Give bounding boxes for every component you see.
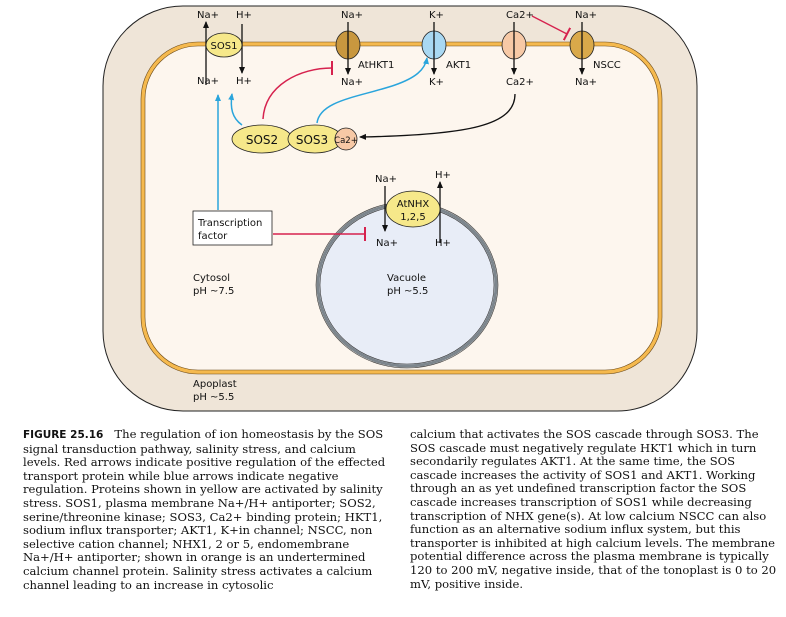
sos2-sos3-complex[interactable] bbox=[231, 124, 358, 154]
ion-label: H+ bbox=[236, 10, 252, 21]
ion-label: Na+ bbox=[376, 238, 398, 249]
athkt1-label: AtHKT1 bbox=[358, 60, 394, 71]
apoplast-ph: pH ~5.5 bbox=[193, 392, 234, 403]
atnhx-antiporter[interactable]: AtNHX 1,2,5 bbox=[382, 181, 443, 243]
ca-to-sos3-arrow bbox=[359, 93, 516, 140]
ion-label: H+ bbox=[435, 170, 451, 181]
transcription-factor[interactable]: Transcription factor bbox=[192, 210, 273, 246]
atnhx-label: 1,2,5 bbox=[400, 212, 425, 223]
transcription-label: factor bbox=[198, 231, 228, 242]
vacuole-ph: pH ~5.5 bbox=[387, 286, 428, 297]
figure-label: FIGURE 25.16 bbox=[23, 429, 104, 441]
ion-label: Ca2+ bbox=[506, 10, 534, 21]
vacuole bbox=[316, 202, 498, 368]
sos1-antiporter[interactable]: SOS1 bbox=[203, 21, 245, 85]
apoplast-label: Apoplast bbox=[193, 379, 237, 390]
ion-label: Na+ bbox=[575, 10, 597, 21]
ion-label: Na+ bbox=[197, 10, 219, 21]
ion-label: Na+ bbox=[575, 77, 597, 88]
transcription-label: Transcription bbox=[197, 218, 262, 229]
ion-label: Ca2+ bbox=[506, 77, 534, 88]
ca-bound-label: Ca2+ bbox=[334, 136, 358, 146]
ca-inhibits-nscc-arrow bbox=[531, 15, 572, 41]
sos3-label: SOS3 bbox=[296, 133, 328, 147]
vacuole-label: Vacuole bbox=[387, 273, 426, 284]
ion-label: Na+ bbox=[197, 76, 219, 87]
cytosol-ph: pH ~7.5 bbox=[193, 286, 234, 297]
figure-caption-left: FIGURE 25.16 The regulation of ion homeo… bbox=[23, 427, 393, 592]
ion-label: Na+ bbox=[341, 10, 363, 21]
ion-label: K+ bbox=[429, 10, 444, 21]
sos2-inhibits-hkt1-arrow bbox=[262, 60, 334, 120]
sos3-activates-akt1-arrow bbox=[316, 57, 429, 124]
sos2-activates-sos1-arrow bbox=[228, 93, 243, 126]
ion-label: Na+ bbox=[375, 174, 397, 185]
calcium-channel[interactable] bbox=[501, 22, 527, 75]
akt1-channel[interactable] bbox=[421, 22, 447, 75]
athkt1-transporter[interactable] bbox=[335, 22, 361, 75]
nscc-channel[interactable] bbox=[569, 22, 595, 75]
sos1-label: SOS1 bbox=[211, 41, 238, 52]
ion-label: K+ bbox=[429, 77, 444, 88]
ion-label: H+ bbox=[236, 76, 252, 87]
ion-label: Na+ bbox=[341, 77, 363, 88]
akt1-label: AKT1 bbox=[446, 60, 471, 71]
caption-text-left: The regulation of ion homeostasis by the… bbox=[23, 427, 386, 592]
cytosol-label: Cytosol bbox=[193, 273, 230, 284]
ca-bound bbox=[334, 127, 358, 151]
caption-text-right: calcium that activates the SOS cascade t… bbox=[410, 427, 777, 591]
sos2-label: SOS2 bbox=[246, 133, 278, 147]
nscc-label: NSCC bbox=[593, 60, 621, 71]
ion-label: H+ bbox=[435, 238, 451, 249]
figure-caption-right: calcium that activates the SOS cascade t… bbox=[410, 427, 782, 591]
sos-pathway-diagram: SOS1 Na+ H+ Na+ H+ Na+ Na+ AtHKT1 K+ K+ … bbox=[102, 5, 698, 412]
atnhx-label: AtNHX bbox=[397, 199, 430, 210]
